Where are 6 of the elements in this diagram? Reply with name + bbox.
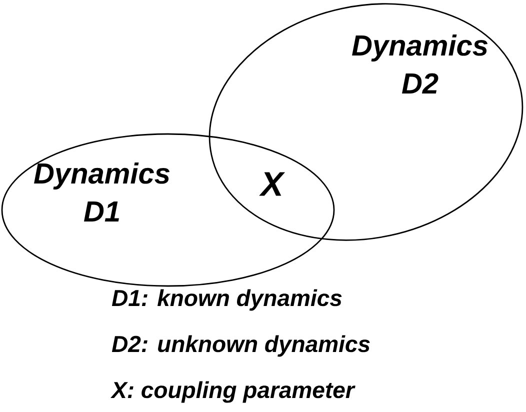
ellipse-label: Dynamics D2 <box>352 34 488 94</box>
intersection-label: X <box>259 172 286 196</box>
key-text: D2: unknown dynamics <box>112 335 370 357</box>
ellipse-label: Dynamics D1 <box>34 162 170 222</box>
key-text: X: coupling parameter <box>110 381 356 403</box>
key-text: D1: known dynamics <box>112 289 342 311</box>
